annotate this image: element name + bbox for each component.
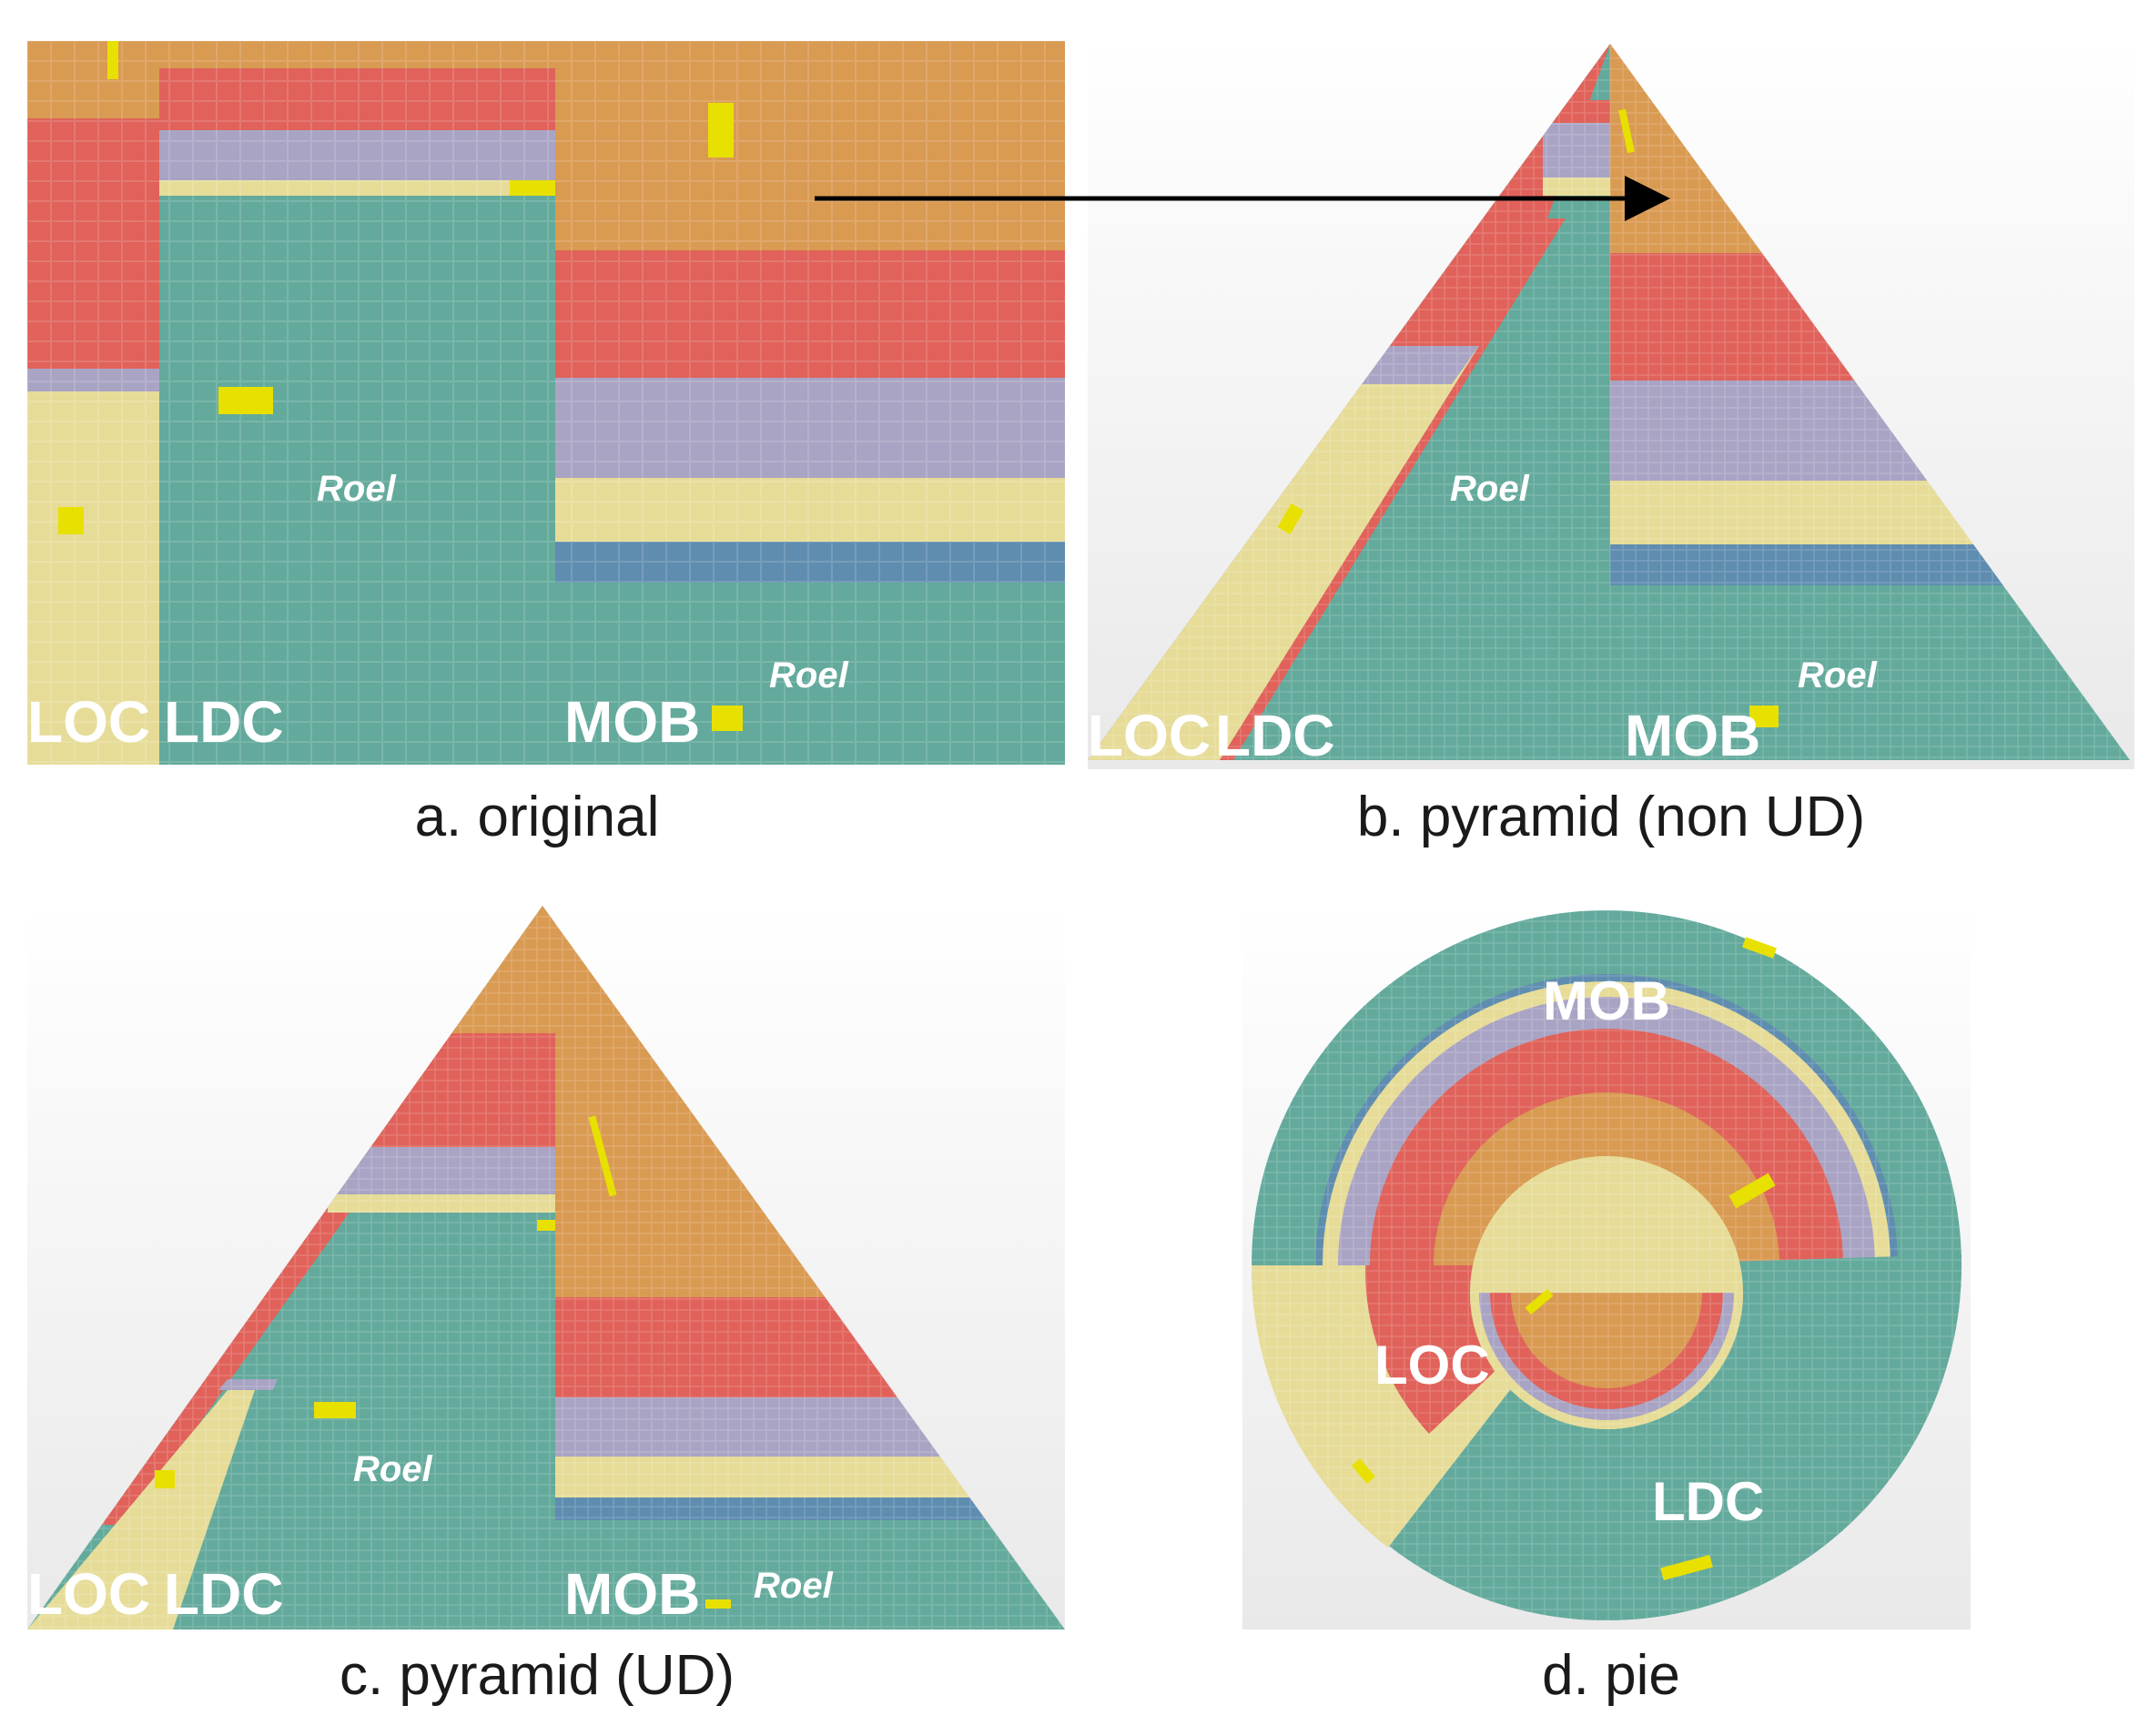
label-user-mob: Roel — [754, 1566, 834, 1606]
panel-pyramid-ud: LOC LDC MOB Roel Roel — [27, 906, 1065, 1629]
panel-original: LOC LDC MOB Roel Roel — [27, 41, 1065, 765]
caption-original: a. original — [414, 786, 660, 848]
label-mob: MOB — [564, 1561, 700, 1627]
label-mob: MOB — [1543, 970, 1670, 1031]
pyramid-non-ud: LOC LDC MOB Roel Roel — [1088, 36, 2134, 769]
label-mob: MOB — [564, 689, 700, 755]
panel-pyramid-non-ud: LOC LDC MOB Roel Roel — [1088, 36, 2134, 769]
label-ldc: LDC — [1652, 1471, 1764, 1532]
label-loc: LOC — [27, 1561, 150, 1627]
label-ldc: LDC — [164, 1561, 284, 1627]
label-user-mob: Roel — [769, 655, 849, 695]
label-loc: LOC — [1088, 703, 1211, 768]
label-loc: LOC — [1374, 1335, 1490, 1396]
label-user-ldc: Roel — [317, 469, 397, 509]
label-mob: MOB — [1625, 703, 1760, 768]
label-user-ldc: Roel — [353, 1449, 433, 1489]
label-loc: LOC — [27, 689, 150, 755]
caption-pyramid-non-ud: b. pyramid (non UD) — [1356, 786, 1866, 848]
pie-layout: MOB LOC LDC — [1242, 901, 1971, 1629]
label-ldc: LDC — [1215, 703, 1335, 768]
pyramid-ud: LOC LDC MOB Roel Roel — [27, 906, 1065, 1629]
caption-pie: d. pie — [1542, 1644, 1680, 1707]
label-user-ldc: Roel — [1450, 469, 1530, 509]
panel-pie: MOB LOC LDC — [1242, 901, 1971, 1629]
caption-pyramid-ud: c. pyramid (UD) — [339, 1644, 735, 1707]
label-ldc: LDC — [164, 689, 284, 755]
label-user-mob: Roel — [1798, 655, 1878, 695]
treemap-original: LOC LDC MOB Roel Roel — [27, 41, 1065, 765]
